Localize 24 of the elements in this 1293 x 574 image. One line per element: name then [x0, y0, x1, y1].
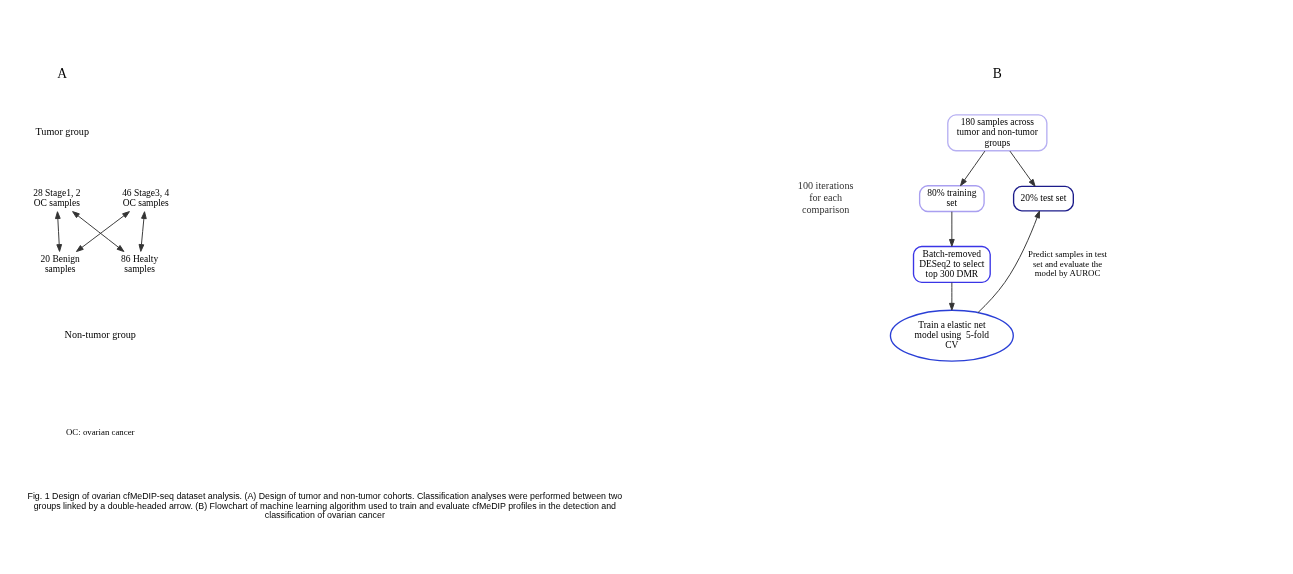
- node-box: 180 samples across tumor and non-tumor groups: [947, 113, 1048, 151]
- node-box: 80% training set: [918, 184, 985, 212]
- arrow: [55, 210, 63, 252]
- caption: Fig. 1 Design of ovarian cfMeDIP-seq dataset analysis. (A) Design of tumor and non-tumor cohorts. Classification analyses were performed between two groups linked by a double-headed arrow. (B) Flowchart of machine learning algorithm used to train and evaluate cfMeDIP profiles in the detection and classification of ovarian cancer: [27, 490, 623, 520]
- label: OC: ovarian cancer: [65, 426, 135, 437]
- arrow: [138, 210, 147, 252]
- node-text: 46 Stage3, 4 OC samples: [122, 187, 170, 208]
- label: Non-tumor group: [64, 328, 136, 340]
- node-text: 86 Healty samples: [121, 253, 159, 274]
- label: A: [57, 65, 68, 81]
- arrow: [977, 210, 1040, 313]
- label: Tumor group: [35, 125, 90, 137]
- label: B: [992, 65, 1002, 81]
- node-text: 28 Stage1, 2 OC samples: [33, 187, 81, 208]
- arrow: [960, 150, 986, 186]
- node-ellipse: Train a elastic net model using 5-fold CV: [889, 309, 1014, 362]
- node-box: 20% test set: [1012, 185, 1074, 211]
- node-text: 20 Benign samples: [40, 253, 80, 274]
- arrow: [1009, 150, 1036, 187]
- node-box: Batch-removed DESeq2 to select top 300 DMR: [912, 245, 991, 283]
- arrow: [949, 281, 955, 311]
- arrow: [949, 210, 955, 247]
- label: 100 iterations for each comparison: [797, 179, 854, 215]
- edge-label: Predict samples in test set and evaluate the model by AUROC: [1028, 248, 1108, 278]
